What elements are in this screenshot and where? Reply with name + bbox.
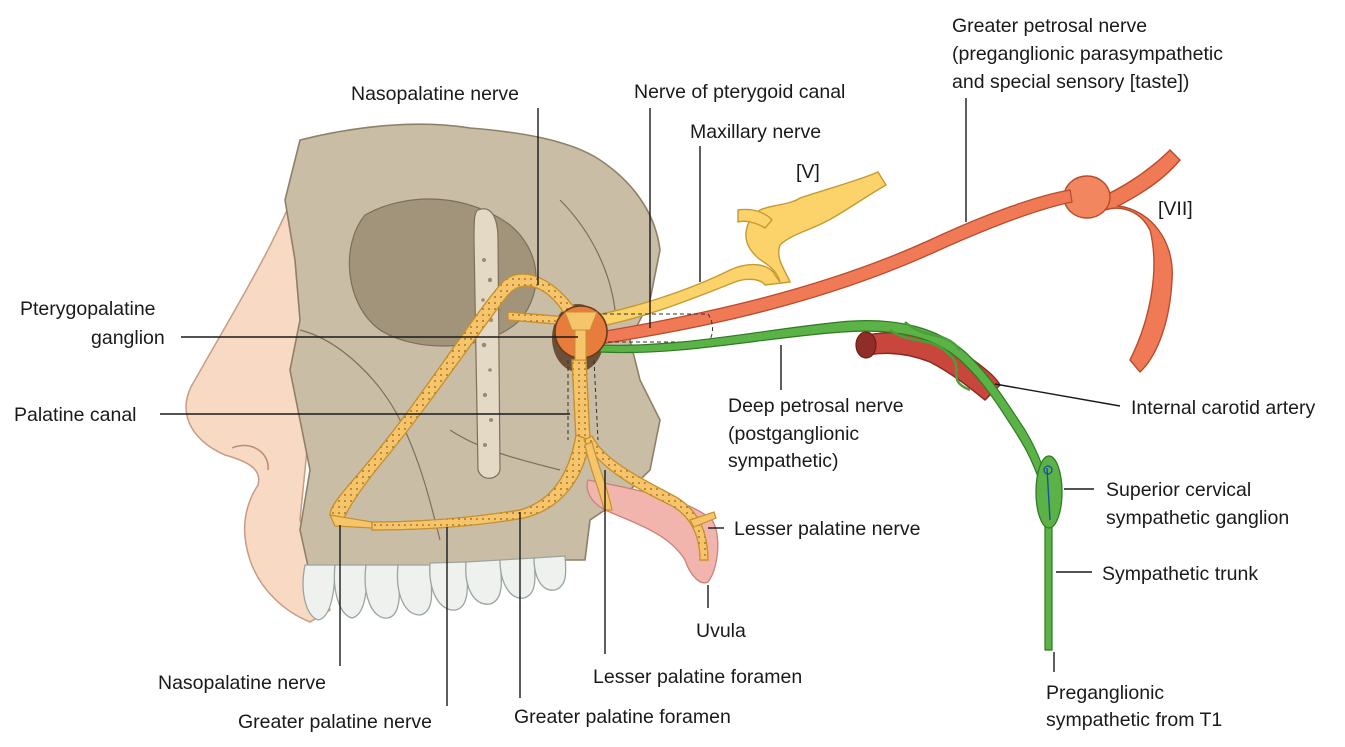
label-greater-palatine-foramen: Greater palatine foramen <box>514 706 731 728</box>
label-greater-petrosal-3: and special sensory [taste]) <box>952 71 1189 93</box>
maxillary-branch <box>737 208 773 229</box>
palatine-canal-outline <box>567 359 599 441</box>
leader-lines <box>160 98 1121 706</box>
label-pterygopalatine-1: Pterygopalatine <box>20 298 156 320</box>
label-pterygopalatine-2: ganglion <box>91 327 165 349</box>
label-uvula: Uvula <box>696 620 746 642</box>
label-palatine-canal: Palatine canal <box>14 404 137 426</box>
greater-petrosal-nerve <box>599 189 1073 345</box>
label-maxillary-nerve: Maxillary nerve <box>690 121 821 143</box>
septum-bone <box>473 208 501 479</box>
label-deep-petrosal-1: Deep petrosal nerve <box>728 395 904 417</box>
nose-skin <box>185 149 331 623</box>
label-sympathetic-trunk: Sympathetic trunk <box>1102 563 1258 585</box>
label-greater-palatine-nerve: Greater palatine nerve <box>238 711 432 733</box>
label-cn-vii: [VII] <box>1158 198 1193 220</box>
label-superior-cervical-1: Superior cervical <box>1106 479 1251 501</box>
teeth <box>302 555 567 621</box>
label-deep-petrosal-3: sympathetic) <box>728 450 839 472</box>
label-greater-petrosal-1: Greater petrosal nerve <box>952 15 1147 37</box>
label-nerve-of-pterygoid-canal: Nerve of pterygoid canal <box>634 81 845 103</box>
label-cn-v: [V] <box>796 161 820 183</box>
palatine-nerves <box>328 273 717 561</box>
label-nasopalatine-nerve-top: Nasopalatine nerve <box>351 83 519 105</box>
label-deep-petrosal-2: (postganglionic <box>728 423 859 445</box>
maxillary-nerve <box>579 171 887 331</box>
label-lesser-palatine-nerve: Lesser palatine nerve <box>734 518 920 540</box>
facial-nerve-vii <box>1096 149 1181 374</box>
deep-petrosal-nerve <box>599 320 1053 651</box>
label-greater-petrosal-2: (preganglionic parasympathetic <box>952 43 1223 65</box>
label-internal-carotid: Internal carotid artery <box>1131 397 1316 419</box>
label-preganglionic-2: sympathetic from T1 <box>1046 709 1222 731</box>
label-nasopalatine-nerve-bottom: Nasopalatine nerve <box>158 672 326 694</box>
label-preganglionic-1: Preganglionic <box>1046 682 1164 704</box>
label-lesser-palatine-foramen: Lesser palatine foramen <box>593 666 802 688</box>
label-superior-cervical-2: sympathetic ganglion <box>1106 507 1289 529</box>
